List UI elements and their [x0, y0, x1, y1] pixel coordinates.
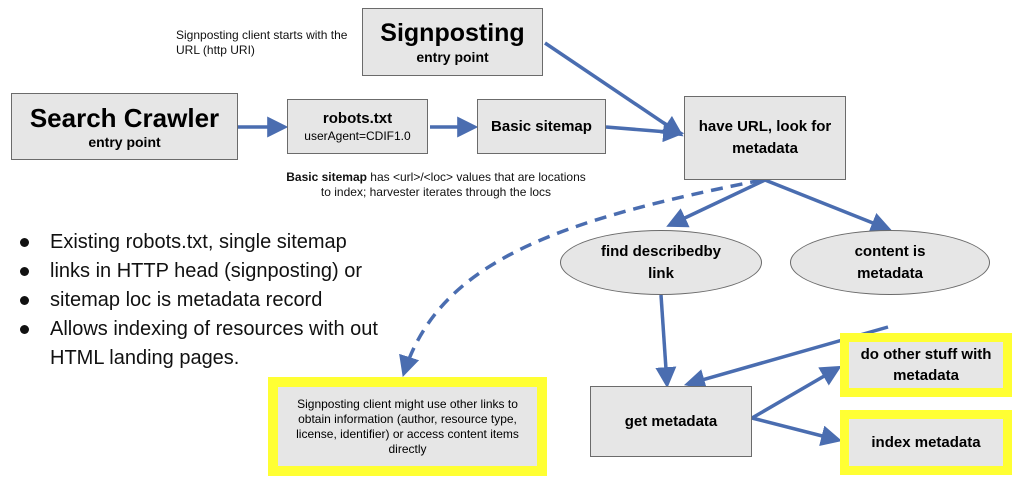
index-metadata-title: index metadata [871, 434, 981, 451]
bullet-dot-icon [20, 238, 29, 247]
bullet-dot-icon [20, 267, 29, 276]
find-describedby-title: find describedby link [600, 242, 722, 282]
basic-sitemap-title: Basic sitemap [491, 118, 592, 135]
signposting-entry-subtitle: entry point [416, 49, 489, 65]
arrow-getmetadata-to-index [751, 416, 843, 447]
get-metadata-node: get metadata [590, 386, 752, 457]
note-basic-sitemap-bold: Basic sitemap [286, 170, 367, 184]
basic-sitemap-node: Basic sitemap [477, 99, 606, 154]
arrow-haveurl-to-content [764, 178, 892, 233]
have-url-title: have URL, look for metadata [698, 118, 832, 157]
bullet-list: Existing robots.txt, single sitemap link… [18, 228, 390, 373]
signposting-entry-node: Signposting entry point [362, 8, 543, 76]
have-url-node: have URL, look for metadata [684, 96, 846, 180]
bullet-item: Existing robots.txt, single sitemap [18, 228, 390, 257]
signposting-entry-title: Signposting [380, 19, 525, 47]
do-other-stuff-title: do other stuff with metadata [860, 346, 992, 384]
signposting-other-links-inner: Signposting client might use other links… [278, 387, 537, 466]
arrow-getmetadata-to-otherstuff [751, 365, 842, 420]
arrow-haveurl-to-describedby [666, 178, 766, 228]
get-metadata-title: get metadata [624, 413, 718, 430]
bullet-text: sitemap loc is metadata record [50, 289, 323, 311]
note-signposting-start: Signposting client starts with the URL (… [176, 28, 348, 57]
bullet-text: Existing robots.txt, single sitemap [50, 231, 347, 253]
robots-txt-node: robots.txt userAgent=CDIF1.0 [287, 99, 428, 154]
find-describedby-node: find describedby link [560, 230, 762, 295]
note-basic-sitemap: Basic sitemap has <url>/<loc> values tha… [281, 170, 591, 200]
search-crawler-title: Search Crawler [29, 102, 220, 133]
robots-title: robots.txt [322, 110, 393, 127]
robots-subtitle: userAgent=CDIF1.0 [304, 129, 411, 143]
bullet-item: links in HTTP head (signposting) or [18, 257, 390, 286]
do-other-stuff-node: do other stuff with metadata [840, 333, 1012, 397]
bullet-item: sitemap loc is metadata record [18, 286, 390, 315]
signposting-other-links-node: Signposting client might use other links… [268, 377, 547, 476]
index-metadata-inner: index metadata [849, 419, 1003, 466]
content-is-metadata-title: content is metadata [854, 242, 926, 282]
bullet-item: Allows indexing of resources with out HT… [18, 315, 390, 373]
content-is-metadata-node: content is metadata [790, 230, 990, 295]
index-metadata-node: index metadata [840, 410, 1012, 475]
do-other-stuff-inner: do other stuff with metadata [849, 342, 1003, 388]
bullet-text: links in HTTP head (signposting) or [50, 260, 362, 282]
arrow-describedby-to-getmetadata [655, 294, 677, 389]
arrow-signposting-to-haveurl [544, 41, 684, 137]
bullet-dot-icon [20, 325, 29, 334]
signposting-other-links-text: Signposting client might use other links… [296, 396, 519, 456]
note-basic-sitemap-rest: has <url>/<loc> values that are location… [320, 170, 586, 199]
search-crawler-entry-node: Search Crawler entry point [11, 93, 238, 160]
bullet-dot-icon [20, 296, 29, 305]
arrow-dashed-to-signposting-other [399, 178, 763, 378]
search-crawler-subtitle: entry point [88, 133, 161, 150]
bullet-text: Allows indexing of resources with out HT… [50, 318, 378, 369]
